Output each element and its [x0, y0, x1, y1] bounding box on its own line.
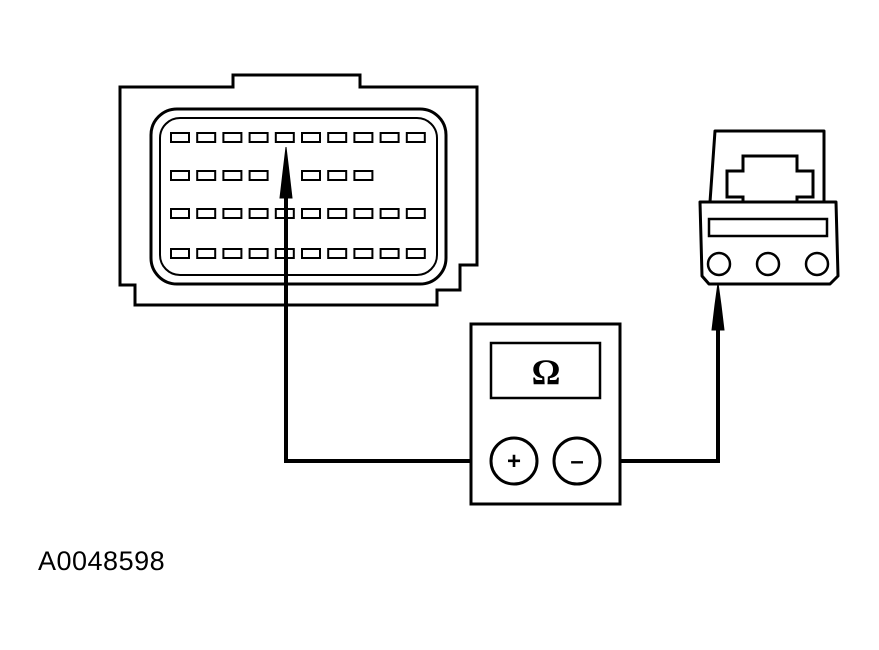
- pin-cavity: [222, 208, 243, 219]
- ohmmeter-display: [489, 341, 602, 400]
- module-connector-face: [149, 107, 448, 286]
- figure-id: A0048598: [38, 546, 166, 576]
- pin-cavity: [327, 132, 348, 143]
- pin-cavity: [170, 248, 190, 259]
- pin-cavity: [248, 170, 269, 181]
- pin-cavity: [327, 248, 348, 259]
- positive-terminal: [489, 436, 539, 486]
- sensor-connector-slot: [707, 217, 829, 238]
- pin-cavity: [405, 248, 426, 259]
- pin-cavity: [353, 208, 374, 219]
- negative-terminal-label: –: [570, 448, 583, 475]
- negative-terminal: [552, 436, 602, 486]
- negative-probe-icon: [711, 282, 725, 331]
- pin-cavity: [353, 248, 374, 259]
- sensor-pin-2: [755, 251, 781, 277]
- negative-test-lead: [600, 330, 720, 463]
- pin-cavity: [301, 170, 321, 181]
- pin-cavity: [353, 132, 374, 143]
- pin-cavity: [301, 132, 321, 143]
- pin-cavity: [301, 208, 321, 219]
- pin-cavity: [248, 132, 269, 143]
- pin-cavity: [327, 208, 348, 219]
- module-connector: [118, 73, 479, 307]
- pin-cavity: [222, 248, 243, 259]
- pin-cavity: [222, 170, 243, 181]
- pin-cavity: [196, 132, 217, 143]
- pin-cavity: [405, 208, 426, 219]
- sensor-pin-1: [706, 251, 732, 277]
- ohmmeter: Ω + –: [469, 322, 622, 506]
- pin-cavity: [248, 248, 269, 259]
- pin-cavity: [170, 208, 190, 219]
- pin-cavity: [196, 208, 217, 219]
- pin-cavity: [405, 132, 426, 143]
- pin-cavity: [222, 132, 243, 143]
- ohm-symbol: Ω: [532, 352, 561, 392]
- pin-cavity: [170, 170, 190, 181]
- module-connector-face-inner: [159, 117, 438, 276]
- positive-terminal-label: +: [507, 448, 521, 475]
- pin-cavity: [327, 170, 348, 181]
- pin-cavity: [196, 170, 217, 181]
- pin-cavity: [353, 170, 374, 181]
- sensor-pin-3: [804, 251, 830, 277]
- pin-cavity: [379, 248, 400, 259]
- sensor-connector: [698, 129, 840, 286]
- pin-cavity: [379, 132, 400, 143]
- positive-probe-icon: [279, 146, 293, 199]
- pin-cavity: [301, 248, 321, 259]
- pin-cavity: [274, 132, 295, 143]
- pin-cavity: [379, 208, 400, 219]
- pin-cavity: [196, 248, 217, 259]
- pin-cavity: [170, 132, 190, 143]
- pin-cavity: [248, 208, 269, 219]
- positive-test-lead: [284, 196, 491, 463]
